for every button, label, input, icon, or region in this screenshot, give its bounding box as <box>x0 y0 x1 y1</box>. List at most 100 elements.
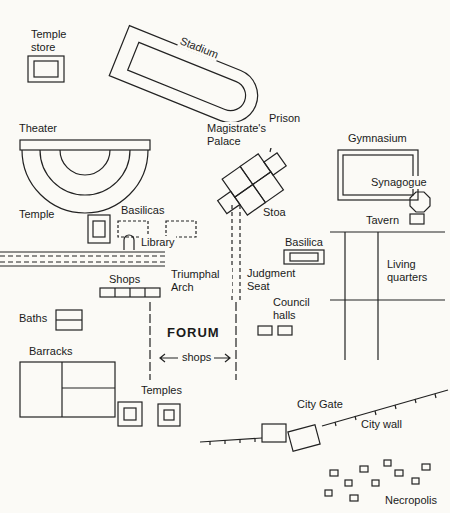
map-label: City Gate <box>296 398 344 411</box>
shop-divider <box>129 288 130 297</box>
map-label: Baths <box>18 312 48 325</box>
map-label: Judgment Seat <box>246 267 306 293</box>
tomb <box>422 464 430 470</box>
building-outline <box>262 424 286 442</box>
building-outline <box>264 153 286 175</box>
building-outline <box>118 402 142 426</box>
map-label: FORUM <box>166 326 221 339</box>
tomb <box>360 466 368 472</box>
temple-store <box>28 56 64 82</box>
basilica <box>284 250 324 264</box>
map-label: Tavern <box>365 214 400 227</box>
map-label: City wall <box>360 418 403 431</box>
building-outline <box>290 253 318 261</box>
map-label: Stadium <box>177 34 221 62</box>
street-line <box>377 232 378 360</box>
street-line <box>0 265 165 266</box>
shop-divider <box>114 288 115 297</box>
library-outline <box>124 235 134 250</box>
living-quarters-streets <box>330 214 445 360</box>
wall-line <box>200 438 262 442</box>
stadium-track <box>128 42 251 115</box>
map-label: Temples <box>140 384 183 397</box>
shop-row <box>149 302 150 380</box>
building-outline <box>258 326 272 335</box>
map-label: Living quarters <box>386 258 442 284</box>
map-label: Basilica <box>284 236 324 249</box>
building-outline <box>56 310 82 330</box>
tomb <box>372 480 379 486</box>
stoa <box>232 205 240 300</box>
building-outline <box>61 362 62 417</box>
theater-seating <box>40 150 130 195</box>
building-outline <box>222 166 253 197</box>
building-outline <box>93 221 105 237</box>
building-outline <box>338 150 418 200</box>
building-outline <box>118 221 148 237</box>
map-label: Barracks <box>28 345 73 358</box>
magistrates-palace <box>209 145 296 225</box>
building-outline <box>56 319 82 320</box>
map-label: Gymnasium <box>347 132 408 145</box>
map-label: Prison <box>268 112 301 125</box>
colonnade <box>0 261 165 262</box>
stadium <box>109 26 266 131</box>
map-label: Synagogue <box>370 176 428 189</box>
street-line <box>330 299 445 300</box>
building-outline <box>62 387 115 388</box>
stadium-outline <box>109 26 266 131</box>
street-line <box>330 231 445 232</box>
arrow <box>214 354 230 362</box>
building-outline <box>218 191 240 213</box>
map-label: Council halls <box>272 296 326 322</box>
council-halls <box>258 326 292 335</box>
building-outline <box>166 221 196 237</box>
street-line <box>0 251 165 252</box>
building-outline <box>20 362 115 417</box>
building-outline <box>164 410 174 420</box>
map-label: Temple <box>18 208 55 221</box>
arrow <box>160 354 178 362</box>
city-wall <box>200 390 448 445</box>
building-outline <box>253 172 284 203</box>
baths <box>56 310 82 330</box>
theater-orchestra <box>60 150 110 175</box>
tomb <box>395 470 403 476</box>
shop-divider <box>144 288 145 297</box>
shops-block <box>100 288 160 297</box>
colonnade <box>0 255 165 256</box>
forum-shops <box>150 302 236 380</box>
building-outline <box>235 184 266 215</box>
building-outline <box>88 215 110 243</box>
map-label: Triumphal Arch <box>170 268 232 294</box>
building-outline <box>284 250 324 264</box>
building-outline <box>278 326 292 335</box>
tomb <box>325 490 332 496</box>
synagogue-outline <box>410 192 430 212</box>
building-outline <box>158 404 180 426</box>
temples <box>118 402 180 426</box>
city-gate <box>262 424 320 451</box>
tomb <box>350 495 358 501</box>
building-outline <box>100 288 160 297</box>
street-line <box>344 232 345 360</box>
building-outline <box>34 61 58 77</box>
barracks <box>20 362 115 417</box>
map-label: Necropolis <box>384 494 438 507</box>
tomb <box>412 478 419 484</box>
map-label: Library <box>140 236 176 249</box>
theater <box>20 140 150 213</box>
tavern-outline <box>410 214 424 224</box>
wall-hatching <box>210 394 436 445</box>
building-outline <box>28 56 64 82</box>
map-label: shops <box>181 351 212 364</box>
theater-stage <box>20 140 150 150</box>
tomb <box>384 460 391 466</box>
map-label: Temple store <box>30 28 74 54</box>
temple <box>88 215 110 243</box>
map-label: Basilicas <box>120 204 165 217</box>
map-label: Stoa <box>262 206 287 219</box>
building-outline <box>288 425 320 452</box>
shop-row <box>235 302 236 380</box>
